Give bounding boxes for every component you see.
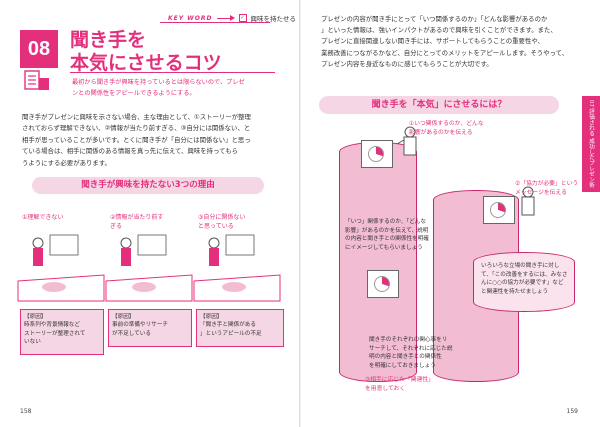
cause-tag: 【原因】 [200,314,223,320]
body-line: うようにする必要があります。 [22,158,111,167]
body-line: プレゼンの内容が聞き手にとって「いつ関係するのか」「どんな影響があるのか [321,15,548,23]
note-line: 聞き手のそれぞれの関心事をリ [369,337,448,343]
cause-1: 【原因】 時系列や背景情報など ストーリーが整理されて いない [24,313,100,347]
lead-line: 最初から聞き手が興味を持っているとは限らないので、プレゼ [72,79,245,86]
body-line: 業務改善につながるかなど、自分にとってのメリットをアピールします。そうやって、 [321,48,569,57]
note-line: にイメージしてもらいましょう [345,244,423,251]
section-number: 08 [20,30,58,68]
keyword-underline [160,22,270,23]
keyword-header: KEY WORD ✓ 興味を持たせる [168,13,296,23]
note-line: サーチして、それぞれに応じた説 [369,345,453,352]
note-line: を明確にしておきましょう [369,362,436,369]
document-icon [24,70,49,90]
reasons-banner: 聞き手が興味を持たない3つの理由 [32,177,264,194]
body-line: されておらず理解できない、②情報が当たり前すぎる、③自分には関係ない、と [22,124,251,133]
page-number-left: 158 [20,408,32,415]
point-1: ①いつ関係するのか、どんな 影響があるのかを伝える [409,120,539,138]
note-1: 「いつ」関係するのか、「どんな 影響」があるのかを伝えて、説明 の内容と聞き手と… [345,218,457,252]
note-line: と関連性を持たせましょう [481,288,549,295]
reason-1-label: ①理解できない [22,214,64,221]
cause-tag: 【原因】 [112,314,135,320]
scene-1 [17,234,105,302]
presenter-figure [396,126,417,156]
cause-line: 「聞き手と関係がある [200,322,256,329]
right-body-text: プレゼンの内容が聞き手にとって「いつ関係するのか」「どんな影響があるのか 」とい… [321,14,581,70]
point-line: ①いつ関係するのか、どんな [409,121,484,127]
cause-line: ストーリーが整理されて [24,330,86,337]
cause-line: 事前の準備やリサーチ [112,322,168,329]
note-3: 聞き手のそれぞれの関心事をリ サーチして、それぞれに応じた説 明の内容と聞き手と… [369,336,465,370]
reason-3-line: と思っている [198,223,234,230]
point-line: ②「協力が必要」という [515,181,579,187]
lead-text: 最初から聞き手が興味を持っているとは限らないので、プレゼ ンとの関係性をアピール… [72,78,272,99]
note-line: て、「この改善をするには、みなさ [481,271,568,278]
chart-board-icon [367,270,399,298]
right-page: プレゼンの内容が聞き手にとって「いつ関係するのか」「どんな影響があるのか 」とい… [301,0,600,427]
note-line: んに○○の協力が必要です」など [481,280,564,287]
reason-3: ③自分に関係ない と思っている [198,213,280,231]
title-divider [70,72,275,73]
presenter-figure [521,186,535,216]
chapter-side-tab: 07 評価される 成功したプレゼン術 [582,96,600,192]
reason-2-line: ②情報が当たり前す [110,214,164,221]
cause-box-1 [20,309,104,355]
arrow-icon [216,15,235,21]
chart-board-icon [361,140,393,168]
title-line-2: 本気にさせるコツ [70,52,222,74]
right-heading: 聞き手を「本気」にさせるには？ [319,96,559,114]
point-line: ③相手に応じた「関連性」 [365,377,434,383]
cause-line: 」というアピールの不足 [200,330,262,337]
note-line: 影響」があるのかを伝えて、説明 [345,227,429,234]
cause-box-2 [108,309,192,347]
keyword-text: 興味を持たせる [250,15,297,23]
reason-1: ①理解できない [22,213,104,222]
checkbox-icon: ✓ [238,14,247,22]
body-line: 」といった情報は、強いインパクトがあるので興味を引くことができます。また、 [321,26,557,35]
left-page: KEY WORD ✓ 興味を持たせる 08 聞き手を 本気にさせるコツ 最初から… [0,0,299,427]
reason-2: ②情報が当たり前す ぎる [110,213,192,231]
note-2: いろいろな立場の聞き手に対し て、「この改善をするには、みなさ んに○○の協力が… [481,262,585,296]
cause-2: 【原因】 事前の準備やリサーチ が不足している [112,313,188,338]
page-number-right: 159 [566,408,578,415]
chart-board-icon [483,196,515,224]
section-title: 聞き手を 本気にさせるコツ [70,29,222,75]
body-line: プレゼン内容を身近なものに感じてもらうことが大切です。 [321,59,493,68]
body-line: 相手が思っていることが多いです。とくに聞き手が「自分には関係ない」と思っ [22,135,251,144]
presenter-scenes [17,234,281,302]
note-line: の内容と聞き手との関係性を明確 [345,236,429,243]
gutter [299,0,301,427]
body-line: ている場合は、相手に関係のある情報を真っ先に伝えて、興味を持ってもら [22,147,238,156]
point-line: を用意しておく [365,386,406,392]
scene-3 [193,234,281,302]
point-line: 影響があるのかを伝える [409,130,473,136]
tower-right [473,252,575,312]
tower-left [339,142,417,382]
lead-line: ンとの関係性をアピールできるようにする。 [72,89,196,97]
cause-3: 【原因】 「聞き手と関係がある 」というアピールの不足 [200,313,280,338]
cause-tag: 【原因】 [24,314,47,320]
point-3: ③相手に応じた「関連性」 を用意しておく [365,376,485,394]
note-line: 明の内容と聞き手との関係性 [369,354,442,361]
scene-2 [105,234,193,302]
cause-line: いない [24,339,41,346]
body-line: プレゼンに直接関連しない聞き手には、サポートしてもらうことの重要性や、 [321,37,544,46]
keyword-label: KEY WORD [168,14,213,22]
cause-box-3 [196,309,284,347]
cause-line: が不足している [112,330,151,337]
reasons-illustration: ①理解できない ②情報が当たり前す ぎる ③自分に関係ない と思っている [14,213,290,373]
reason-3-line: ③自分に関係ない [198,214,246,221]
title-line-1: 聞き手を [70,29,147,51]
reason-2-line: ぎる [110,223,123,230]
body-line: 聞き手がプレゼンに興味を示さない場合、主な理由として、①ストーリーが整理 [22,113,251,121]
body-text: 聞き手がプレゼンに興味を示さない場合、主な理由として、①ストーリーが整理 されて… [22,112,280,169]
point-2: ②「協力が必要」という メッセージを伝える [515,180,599,198]
cause-line: 時系列や背景情報など [24,322,80,329]
point-line: メッセージを伝える [515,190,567,196]
note-line: いろいろな立場の聞き手に対し [481,263,560,269]
note-line: 「いつ」関係するのか、「どんな [345,219,426,225]
